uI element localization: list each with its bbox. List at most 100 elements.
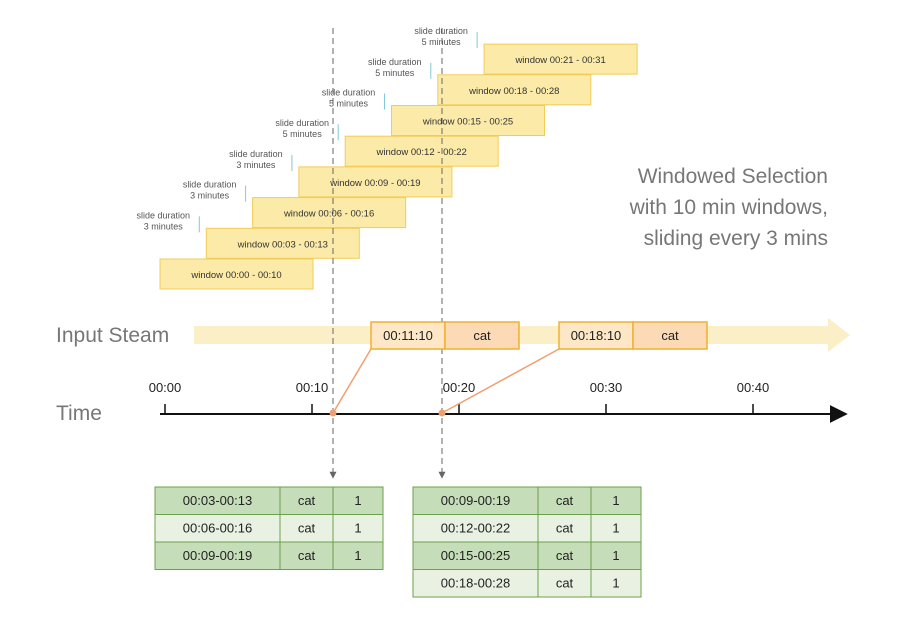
time-axis-label: Time — [56, 402, 102, 425]
table-cell: cat — [298, 521, 316, 536]
slide-duration-label: slide duration — [229, 149, 283, 159]
event-value: cat — [473, 328, 491, 343]
input-stream-label: Input Steam — [56, 324, 169, 347]
slide-duration-label: slide duration — [414, 26, 468, 36]
table-row: 00:09-00:19 cat 1 — [412, 486, 642, 515]
diagram-title-line-3: sliding every 3 mins — [644, 227, 828, 250]
table-cell: 1 — [354, 521, 361, 536]
time-tick-label: 00:40 — [737, 380, 770, 395]
time-tick-label: 00:30 — [590, 380, 623, 395]
window-label: window 00:00 - 00:10 — [190, 270, 281, 281]
window-box — [298, 166, 453, 198]
slide-duration-value: 5 minutes — [283, 129, 323, 139]
window-0: window 00:00 - 00:10 — [159, 258, 314, 290]
table-cell: 1 — [612, 521, 619, 536]
table-cell: 1 — [612, 493, 619, 508]
input-stream-band — [194, 318, 850, 352]
diagram-title-line-1: Windowed Selection — [638, 165, 828, 188]
time-tick-label: 00:20 — [443, 380, 476, 395]
table-cell-box — [332, 486, 384, 515]
table-cell: cat — [556, 576, 574, 591]
slide-duration-label: slide duration — [275, 118, 329, 128]
slide-duration-label: slide duration — [137, 210, 191, 220]
window-box — [344, 135, 499, 167]
event-value: cat — [661, 328, 679, 343]
table-cell-box — [412, 569, 539, 598]
window-label: window 00:03 - 00:13 — [237, 239, 328, 250]
table-cell-box — [332, 541, 384, 570]
table-cell: cat — [298, 493, 316, 508]
table-cell: cat — [556, 493, 574, 508]
result-table-0: 00:03-00:13 cat 1 00:06-00:16 cat 1 00:09-00:1… — [154, 486, 384, 570]
slide-duration-label: slide duration — [322, 88, 376, 98]
slide-duration-label: slide duration — [183, 180, 237, 190]
event-time-dot — [329, 409, 337, 417]
table-row: 00:15-00:25 cat 1 — [412, 541, 642, 570]
table-cell: 1 — [354, 493, 361, 508]
diagram-title-line-2: with 10 min windows, — [629, 196, 828, 219]
event-time-dot — [438, 409, 446, 417]
table-cell-box — [332, 514, 384, 543]
window-label: window 00:21 - 00:31 — [514, 55, 605, 66]
table-cell: 00:12-00:22 — [441, 521, 510, 536]
event-connector — [441, 348, 560, 414]
window-box — [205, 227, 360, 259]
slide-duration-value: 5 minutes — [329, 99, 369, 109]
event-value-cell — [632, 321, 708, 350]
stream-event-0: 00:11:10 cat — [329, 321, 520, 417]
slide-duration-value: 3 minutes — [190, 191, 230, 201]
table-cell: 00:06-00:16 — [183, 521, 252, 536]
table-cell: cat — [556, 521, 574, 536]
event-time-cell — [370, 321, 446, 350]
window-label: window 00:18 - 00:28 — [468, 86, 559, 97]
event-connector — [332, 348, 372, 414]
slide-duration-value: 3 minutes — [144, 221, 184, 231]
windows-layer: window 00:00 - 00:10 window 00:03 - 00:13… — [137, 26, 638, 290]
table-cell: 1 — [612, 576, 619, 591]
table-cell: 00:03-00:13 — [183, 493, 252, 508]
table-row: 00:03-00:13 cat 1 — [154, 486, 384, 515]
table-cell-box — [279, 541, 334, 570]
window-box — [483, 43, 638, 75]
table-cell-box — [154, 541, 281, 570]
window-box — [159, 258, 314, 290]
window-label: window 00:15 - 00:25 — [422, 117, 513, 128]
event-time: 00:11:10 — [383, 328, 433, 343]
table-cell: cat — [556, 548, 574, 563]
table-cell: 00:18-00:28 — [441, 576, 510, 591]
time-tick-label: 00:10 — [296, 380, 329, 395]
table-cell: 00:15-00:25 — [441, 548, 510, 563]
table-cell: cat — [298, 548, 316, 563]
window-label: window 00:12 - 00:22 — [376, 147, 467, 158]
time-axis-ticks: 00:00 00:10 00:20 00:30 00:40 — [149, 380, 770, 414]
table-cell-box — [154, 486, 281, 515]
table-cell-box — [590, 569, 642, 598]
table-row: 00:06-00:16 cat 1 — [154, 514, 384, 543]
table-cell: 00:09-00:19 — [183, 548, 252, 563]
time-tick-label: 00:00 — [149, 380, 182, 395]
window-label: window 00:09 - 00:19 — [329, 178, 420, 189]
table-cell-box — [537, 541, 592, 570]
table-cell-box — [537, 486, 592, 515]
slide-duration-value: 3 minutes — [236, 160, 276, 170]
table-cell: 1 — [612, 548, 619, 563]
window-label: window 00:06 - 00:16 — [283, 209, 374, 220]
slide-duration-value: 5 minutes — [422, 37, 462, 47]
event-value-cell — [444, 321, 520, 350]
window-box — [252, 197, 407, 229]
event-time-cell — [558, 321, 634, 350]
table-row: 00:12-00:22 cat 1 — [412, 514, 642, 543]
table-cell: 00:09-00:19 — [441, 493, 510, 508]
slide-duration-label: slide duration — [368, 57, 422, 67]
